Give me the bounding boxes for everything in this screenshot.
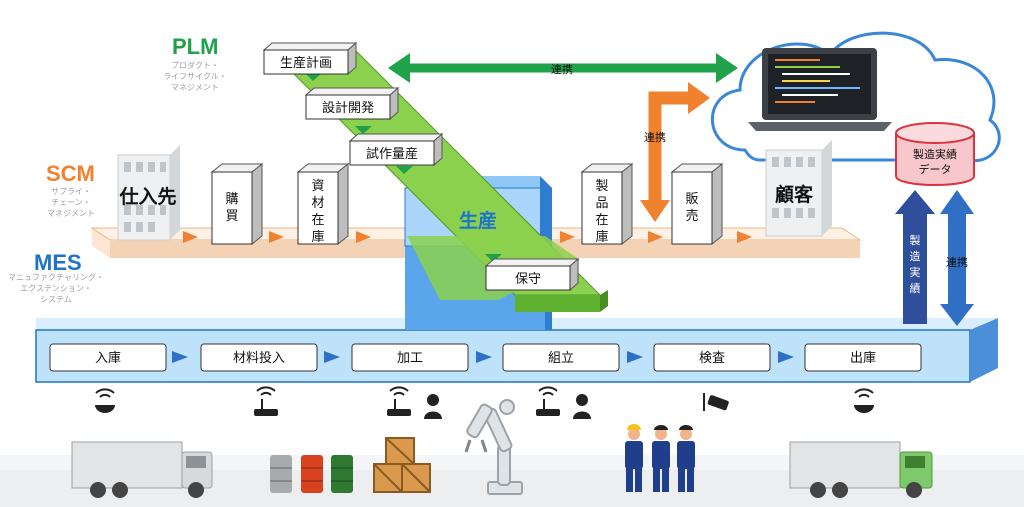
laptop-icon bbox=[748, 48, 892, 131]
svg-text:績: 績 bbox=[910, 281, 921, 295]
mes-step-3: 加工 bbox=[351, 343, 469, 372]
svg-text:購: 購 bbox=[225, 192, 238, 207]
database-icon bbox=[895, 122, 975, 186]
sales-box bbox=[670, 162, 724, 246]
worker-icon bbox=[424, 394, 442, 419]
plm-step-box-2 bbox=[304, 86, 400, 121]
maintenance-box bbox=[484, 257, 580, 292]
svg-text:庫: 庫 bbox=[595, 230, 608, 245]
router-icon bbox=[387, 386, 411, 416]
router-icon bbox=[254, 386, 278, 416]
mes-step-5: 検査 bbox=[653, 343, 771, 372]
scm-legend-subtitle: サプライ・ チェーン・ マネジメント bbox=[47, 187, 95, 218]
mes-step-boxes: 入庫 材料投入 加工 組立 検査 出庫 bbox=[49, 343, 922, 372]
supplier-label: 仕入先 bbox=[118, 185, 176, 208]
plm-step-label: 生産計画 bbox=[280, 55, 332, 71]
mes-step-label: 組立 bbox=[548, 351, 574, 366]
scm-legend-title: SCM bbox=[46, 161, 95, 186]
mes-flow-arrows bbox=[172, 351, 794, 363]
svg-text:製: 製 bbox=[595, 179, 608, 194]
svg-text:品: 品 bbox=[595, 196, 608, 211]
mes-legend-subtitle: マニュファクチャリング・ エクステンション・ システム bbox=[8, 273, 104, 304]
customer-label: 顧客 bbox=[775, 183, 814, 206]
mes-step-1: 入庫 bbox=[49, 343, 167, 372]
manufacturing-results-arrow bbox=[895, 190, 935, 324]
mes-legend-title: MES bbox=[34, 250, 82, 275]
plm-legend-title: PLM bbox=[172, 34, 219, 59]
maintenance-label: 保守 bbox=[515, 272, 541, 287]
database-label: 製造実績 bbox=[913, 147, 957, 161]
truck-icon bbox=[789, 441, 933, 498]
svg-text:実: 実 bbox=[910, 265, 921, 279]
product-stock-box bbox=[580, 162, 634, 246]
plm-cloud-link-label: 連携 bbox=[551, 62, 573, 76]
manufacturing-results-label: 製造実績 bbox=[910, 233, 921, 295]
wifi-sensor-icon bbox=[854, 388, 874, 413]
robot-arm-icon bbox=[464, 399, 523, 495]
truck-icon bbox=[71, 441, 213, 498]
plm-legend-subtitle: プロダクト・ ライフサイクル・ マネジメント bbox=[163, 61, 227, 92]
mes-step-4: 組立 bbox=[502, 343, 620, 372]
mes-step-label: 入庫 bbox=[95, 351, 121, 366]
mes-data-link-label: 連携 bbox=[946, 255, 968, 269]
factory-workers-icon bbox=[625, 424, 695, 492]
svg-text:造: 造 bbox=[910, 249, 921, 263]
wifi-sensor-icon bbox=[95, 388, 115, 413]
plm-step-box-1 bbox=[262, 41, 358, 76]
svg-text:製: 製 bbox=[910, 233, 921, 247]
crate-icon bbox=[373, 437, 431, 493]
plm-cloud-link-arrow bbox=[388, 53, 738, 83]
svg-text:買: 買 bbox=[225, 209, 238, 224]
drum-icon bbox=[270, 455, 353, 493]
mes-step-label: 出庫 bbox=[850, 351, 876, 366]
camera-icon bbox=[703, 393, 729, 411]
scm-cloud-link-label: 連携 bbox=[644, 130, 666, 144]
scm-cloud-link-arrow bbox=[640, 82, 710, 222]
svg-text:販: 販 bbox=[685, 192, 698, 207]
production-label: 生産 bbox=[459, 209, 497, 232]
database-label: データ bbox=[919, 162, 952, 176]
scm-flow-arrows bbox=[183, 231, 752, 243]
supplier-building-icon bbox=[117, 145, 180, 241]
sales-label: 販売 bbox=[685, 192, 698, 224]
mes-step-label: 検査 bbox=[699, 351, 725, 366]
svg-text:資: 資 bbox=[311, 179, 324, 194]
purchase-box bbox=[210, 162, 264, 246]
plm-flow-arrows bbox=[305, 73, 502, 262]
svg-text:在: 在 bbox=[595, 213, 608, 228]
svg-text:在: 在 bbox=[311, 213, 324, 228]
mes-step-6: 出庫 bbox=[804, 343, 922, 372]
worker-icon bbox=[573, 394, 591, 419]
mes-step-label: 加工 bbox=[397, 351, 423, 366]
svg-text:売: 売 bbox=[685, 208, 698, 224]
svg-text:材: 材 bbox=[311, 196, 324, 211]
customer-building-icon bbox=[765, 140, 832, 237]
mes-data-link-arrow bbox=[940, 190, 974, 326]
mes-step-2: 材料投入 bbox=[200, 343, 318, 372]
plm-step-box-3 bbox=[348, 132, 444, 167]
material-stock-box bbox=[296, 162, 350, 246]
plm-step-label: 設計開発 bbox=[322, 100, 374, 116]
mes-step-label: 材料投入 bbox=[233, 350, 285, 366]
svg-text:庫: 庫 bbox=[311, 230, 324, 245]
plm-step-label: 試作量産 bbox=[366, 146, 418, 162]
router-icon bbox=[536, 386, 560, 416]
purchase-label: 購買 bbox=[225, 192, 238, 224]
